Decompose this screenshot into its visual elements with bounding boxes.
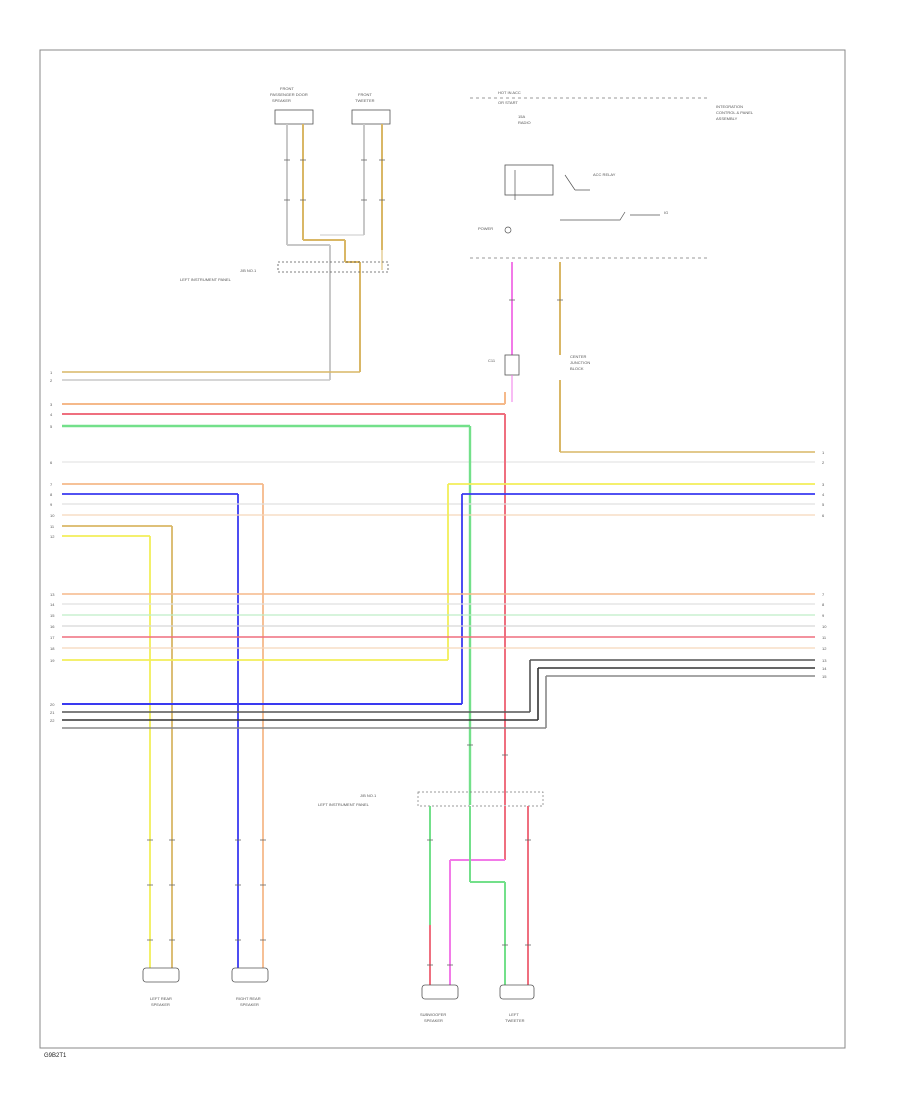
svg-text:HOT IN ACC: HOT IN ACC (498, 90, 521, 95)
svg-text:CENTER: CENTER (570, 354, 587, 359)
svg-text:TWEETER: TWEETER (355, 98, 375, 103)
rear-right-wires (429, 806, 529, 985)
svg-text:FRONT: FRONT (280, 86, 294, 91)
svg-text:FRONT: FRONT (358, 92, 372, 97)
upper-bus (62, 392, 506, 805)
left-bus-top (62, 371, 360, 381)
lower-junction-connector: J/B NO.1 LEFT INSTRUMENT PANEL (318, 791, 544, 807)
svg-text:SPEAKER: SPEAKER (240, 1002, 259, 1007)
svg-text:21: 21 (50, 710, 55, 715)
svg-text:CONTROL & PANEL: CONTROL & PANEL (716, 110, 754, 115)
svg-text:6: 6 (50, 460, 53, 465)
svg-text:10: 10 (50, 513, 55, 518)
svg-text:TWEETER: TWEETER (505, 1018, 525, 1023)
svg-text:4: 4 (50, 412, 53, 417)
svg-text:PASSENGER DOOR: PASSENGER DOOR (270, 92, 308, 97)
relay-module: HOT IN ACC OR START 15A RADIO INTEGRATIO… (470, 90, 754, 259)
connector-ticks (147, 159, 563, 966)
svg-text:SPEAKER: SPEAKER (424, 1018, 443, 1023)
svg-text:8: 8 (822, 602, 825, 607)
svg-text:2: 2 (822, 460, 825, 465)
svg-text:SPEAKER: SPEAKER (272, 98, 291, 103)
svg-text:5: 5 (822, 502, 825, 507)
svg-text:1: 1 (50, 370, 53, 375)
svg-text:BLOCK: BLOCK (570, 366, 584, 371)
svg-text:18: 18 (50, 646, 55, 651)
svg-text:LEFT REAR: LEFT REAR (150, 996, 172, 1001)
svg-text:ASSEMBLY: ASSEMBLY (716, 116, 738, 121)
svg-text:SUBWOOFER: SUBWOOFER (420, 1012, 446, 1017)
svg-text:17: 17 (50, 635, 55, 640)
svg-text:20: 20 (50, 702, 55, 707)
svg-text:15: 15 (822, 674, 827, 679)
front-speaker-wires (286, 124, 383, 380)
svg-text:11: 11 (822, 635, 827, 640)
svg-text:J/B NO.1: J/B NO.1 (360, 793, 377, 798)
svg-text:J/B NO.1: J/B NO.1 (240, 268, 257, 273)
svg-text:22: 22 (50, 718, 55, 723)
svg-text:12: 12 (822, 646, 827, 651)
svg-text:15: 15 (50, 613, 55, 618)
svg-text:10: 10 (822, 624, 827, 629)
svg-text:11: 11 (50, 524, 55, 529)
svg-text:LEFT INSTRUMENT PANEL: LEFT INSTRUMENT PANEL (180, 277, 232, 282)
svg-text:2: 2 (50, 378, 53, 383)
left-junction-connector: J/B NO.1 LEFT INSTRUMENT PANEL (180, 261, 389, 282)
diagram-frame (39, 49, 846, 1049)
svg-text:3: 3 (50, 402, 53, 407)
footer-code: G9B2T1 (44, 1053, 67, 1059)
svg-text:7: 7 (822, 592, 825, 597)
svg-text:INTEGRATION: INTEGRATION (716, 104, 743, 109)
svg-text:RIGHT REAR: RIGHT REAR (236, 996, 261, 1001)
svg-text:RADIO: RADIO (518, 120, 531, 125)
front-passenger-speaker-connector: FRONT PASSENGER DOOR SPEAKER (270, 86, 314, 125)
svg-text:1: 1 (822, 450, 825, 455)
svg-text:7: 7 (50, 482, 53, 487)
relay-feed-wires: C11 CENTER JUNCTION BLOCK (62, 262, 815, 463)
svg-text:8: 8 (50, 492, 53, 497)
svg-text:4: 4 (822, 492, 825, 497)
left-rear-speaker: LEFT REAR SPEAKER (142, 967, 180, 1007)
svg-text:14: 14 (50, 602, 55, 607)
svg-text:14: 14 (822, 666, 827, 671)
svg-text:OR START: OR START (498, 100, 518, 105)
svg-text:19: 19 (50, 658, 55, 663)
lower-bus (62, 593, 815, 729)
front-tweeter-connector: FRONT TWEETER (351, 92, 391, 125)
svg-text:JUNCTION: JUNCTION (570, 360, 590, 365)
right-rear-speaker: RIGHT REAR SPEAKER (231, 967, 269, 1007)
svg-text:12: 12 (50, 534, 55, 539)
svg-text:POWER: POWER (478, 226, 493, 231)
svg-text:13: 13 (822, 658, 827, 663)
subwoofer-speaker: SUBWOOFER SPEAKER (420, 984, 459, 1023)
svg-text:SPEAKER: SPEAKER (151, 1002, 170, 1007)
svg-text:LEFT INSTRUMENT PANEL: LEFT INSTRUMENT PANEL (318, 802, 370, 807)
svg-text:ACC RELAY: ACC RELAY (593, 172, 616, 177)
svg-text:9: 9 (822, 613, 825, 618)
svg-text:5: 5 (50, 424, 53, 429)
svg-text:15A: 15A (518, 114, 525, 119)
svg-text:6: 6 (822, 513, 825, 518)
svg-text:16: 16 (50, 624, 55, 629)
svg-text:LEFT: LEFT (509, 1012, 519, 1017)
middle-bus (62, 483, 815, 975)
svg-text:3: 3 (822, 482, 825, 487)
left-tweeter: LEFT TWEETER (499, 984, 535, 1023)
svg-text:13: 13 (50, 592, 55, 597)
svg-text:IG: IG (664, 210, 668, 215)
svg-text:9: 9 (50, 502, 53, 507)
svg-text:C11: C11 (488, 358, 496, 363)
